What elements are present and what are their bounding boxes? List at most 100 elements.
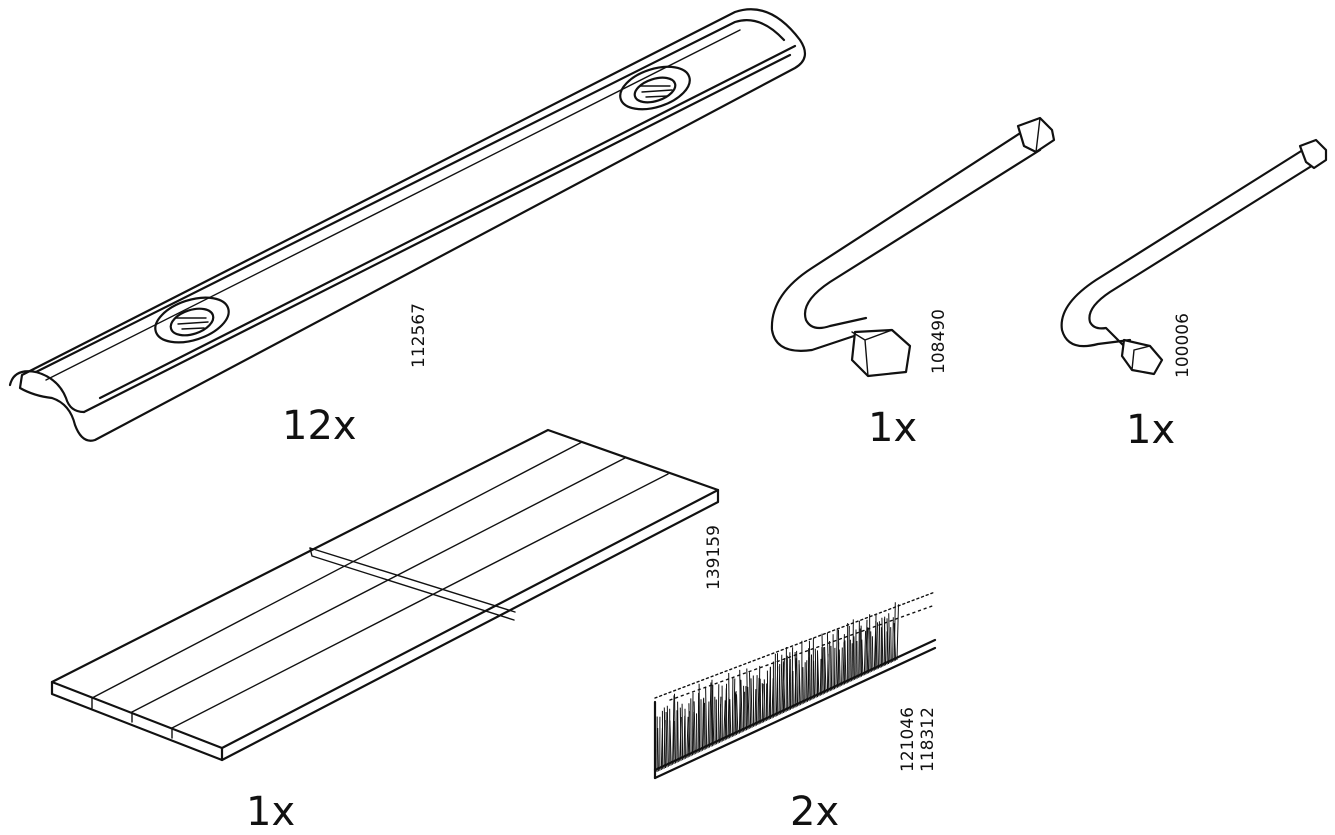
bristle: [750, 678, 753, 728]
bristle: [672, 695, 675, 765]
bristle: [817, 651, 820, 697]
bristle: [808, 640, 811, 701]
bristle: [692, 711, 695, 755]
quantity-rail: 12x: [282, 403, 357, 449]
bristle: [733, 678, 736, 737]
bristle: [693, 701, 696, 755]
bristle: [798, 660, 801, 706]
bristle: [896, 604, 899, 661]
bristle: [814, 648, 817, 698]
bristle: [788, 652, 791, 711]
bristle: [838, 649, 841, 687]
bristle: [865, 619, 868, 675]
bristle: [740, 679, 743, 733]
bristle: [755, 675, 758, 726]
bristle: [758, 665, 761, 725]
bristle: [657, 727, 659, 772]
bristle: [763, 679, 766, 722]
bristle: [893, 623, 897, 661]
bristle: [781, 661, 784, 714]
bristle: [796, 650, 799, 707]
bristle: [858, 620, 860, 678]
bristle: [878, 621, 881, 669]
bristle: [830, 645, 833, 691]
bristle: [710, 679, 713, 747]
bristle: [757, 677, 760, 725]
bristle: [824, 646, 827, 694]
bristle: [665, 711, 668, 768]
bristle: [679, 707, 682, 761]
bristle: [739, 669, 742, 733]
bristle: [835, 628, 838, 689]
bristle: [745, 686, 747, 731]
bristle: [728, 672, 730, 739]
quantity-allen-key-small: 1x: [1126, 407, 1176, 453]
bristle: [698, 683, 701, 753]
bristle: [746, 668, 749, 730]
bristle: [883, 618, 887, 666]
bristle: [707, 701, 710, 749]
bristle: [853, 636, 855, 680]
bristle: [888, 613, 891, 664]
bristle: [886, 618, 889, 665]
bristle: [734, 692, 737, 735]
bristle: [791, 647, 794, 710]
bristle: [747, 686, 750, 729]
bristle: [843, 642, 845, 685]
bristle: [805, 660, 808, 703]
bristle: [892, 617, 894, 663]
bristle: [704, 702, 706, 750]
bristle: [794, 651, 797, 708]
bristle: [692, 692, 694, 756]
bristle: [881, 617, 884, 667]
quantity-allen-key-large: 1x: [868, 405, 918, 451]
bristle: [709, 682, 712, 748]
bristle: [717, 684, 720, 744]
bristle: [754, 689, 757, 727]
bristle: [774, 653, 776, 718]
bristle: [663, 707, 666, 769]
bristle: [686, 716, 689, 759]
bristle: [736, 694, 739, 735]
bristle: [729, 699, 732, 738]
bristle: [761, 683, 764, 723]
bristle: [681, 703, 684, 761]
bristle: [705, 687, 708, 749]
bristle: [731, 677, 734, 737]
bristle: [688, 703, 691, 757]
bristle: [666, 705, 669, 767]
bristle: [749, 672, 752, 729]
bristle: [783, 663, 786, 713]
bristle: [890, 627, 892, 663]
bristle: [863, 630, 867, 676]
bristle: [866, 627, 870, 674]
bristle: [723, 700, 726, 741]
bristle: [677, 701, 679, 763]
bristle: [804, 662, 806, 704]
bristle: [669, 720, 672, 766]
bristle: [870, 631, 872, 672]
bristle: [844, 640, 847, 684]
quantity-felt-pads: 1x: [246, 789, 296, 835]
bristle: [780, 654, 783, 715]
bristle: [823, 647, 826, 694]
bristle: [851, 643, 853, 682]
part-number-121046: 121046: [898, 707, 918, 772]
bristle: [848, 625, 850, 683]
bristle: [829, 640, 831, 692]
bristle: [711, 690, 715, 746]
bristle: [861, 639, 864, 676]
bristle: [877, 622, 879, 669]
bristle: [875, 620, 878, 670]
bristle: [841, 647, 843, 686]
quantity-brush-strip: 2x: [790, 789, 840, 835]
bristle: [674, 693, 676, 764]
bristle: [871, 636, 874, 672]
